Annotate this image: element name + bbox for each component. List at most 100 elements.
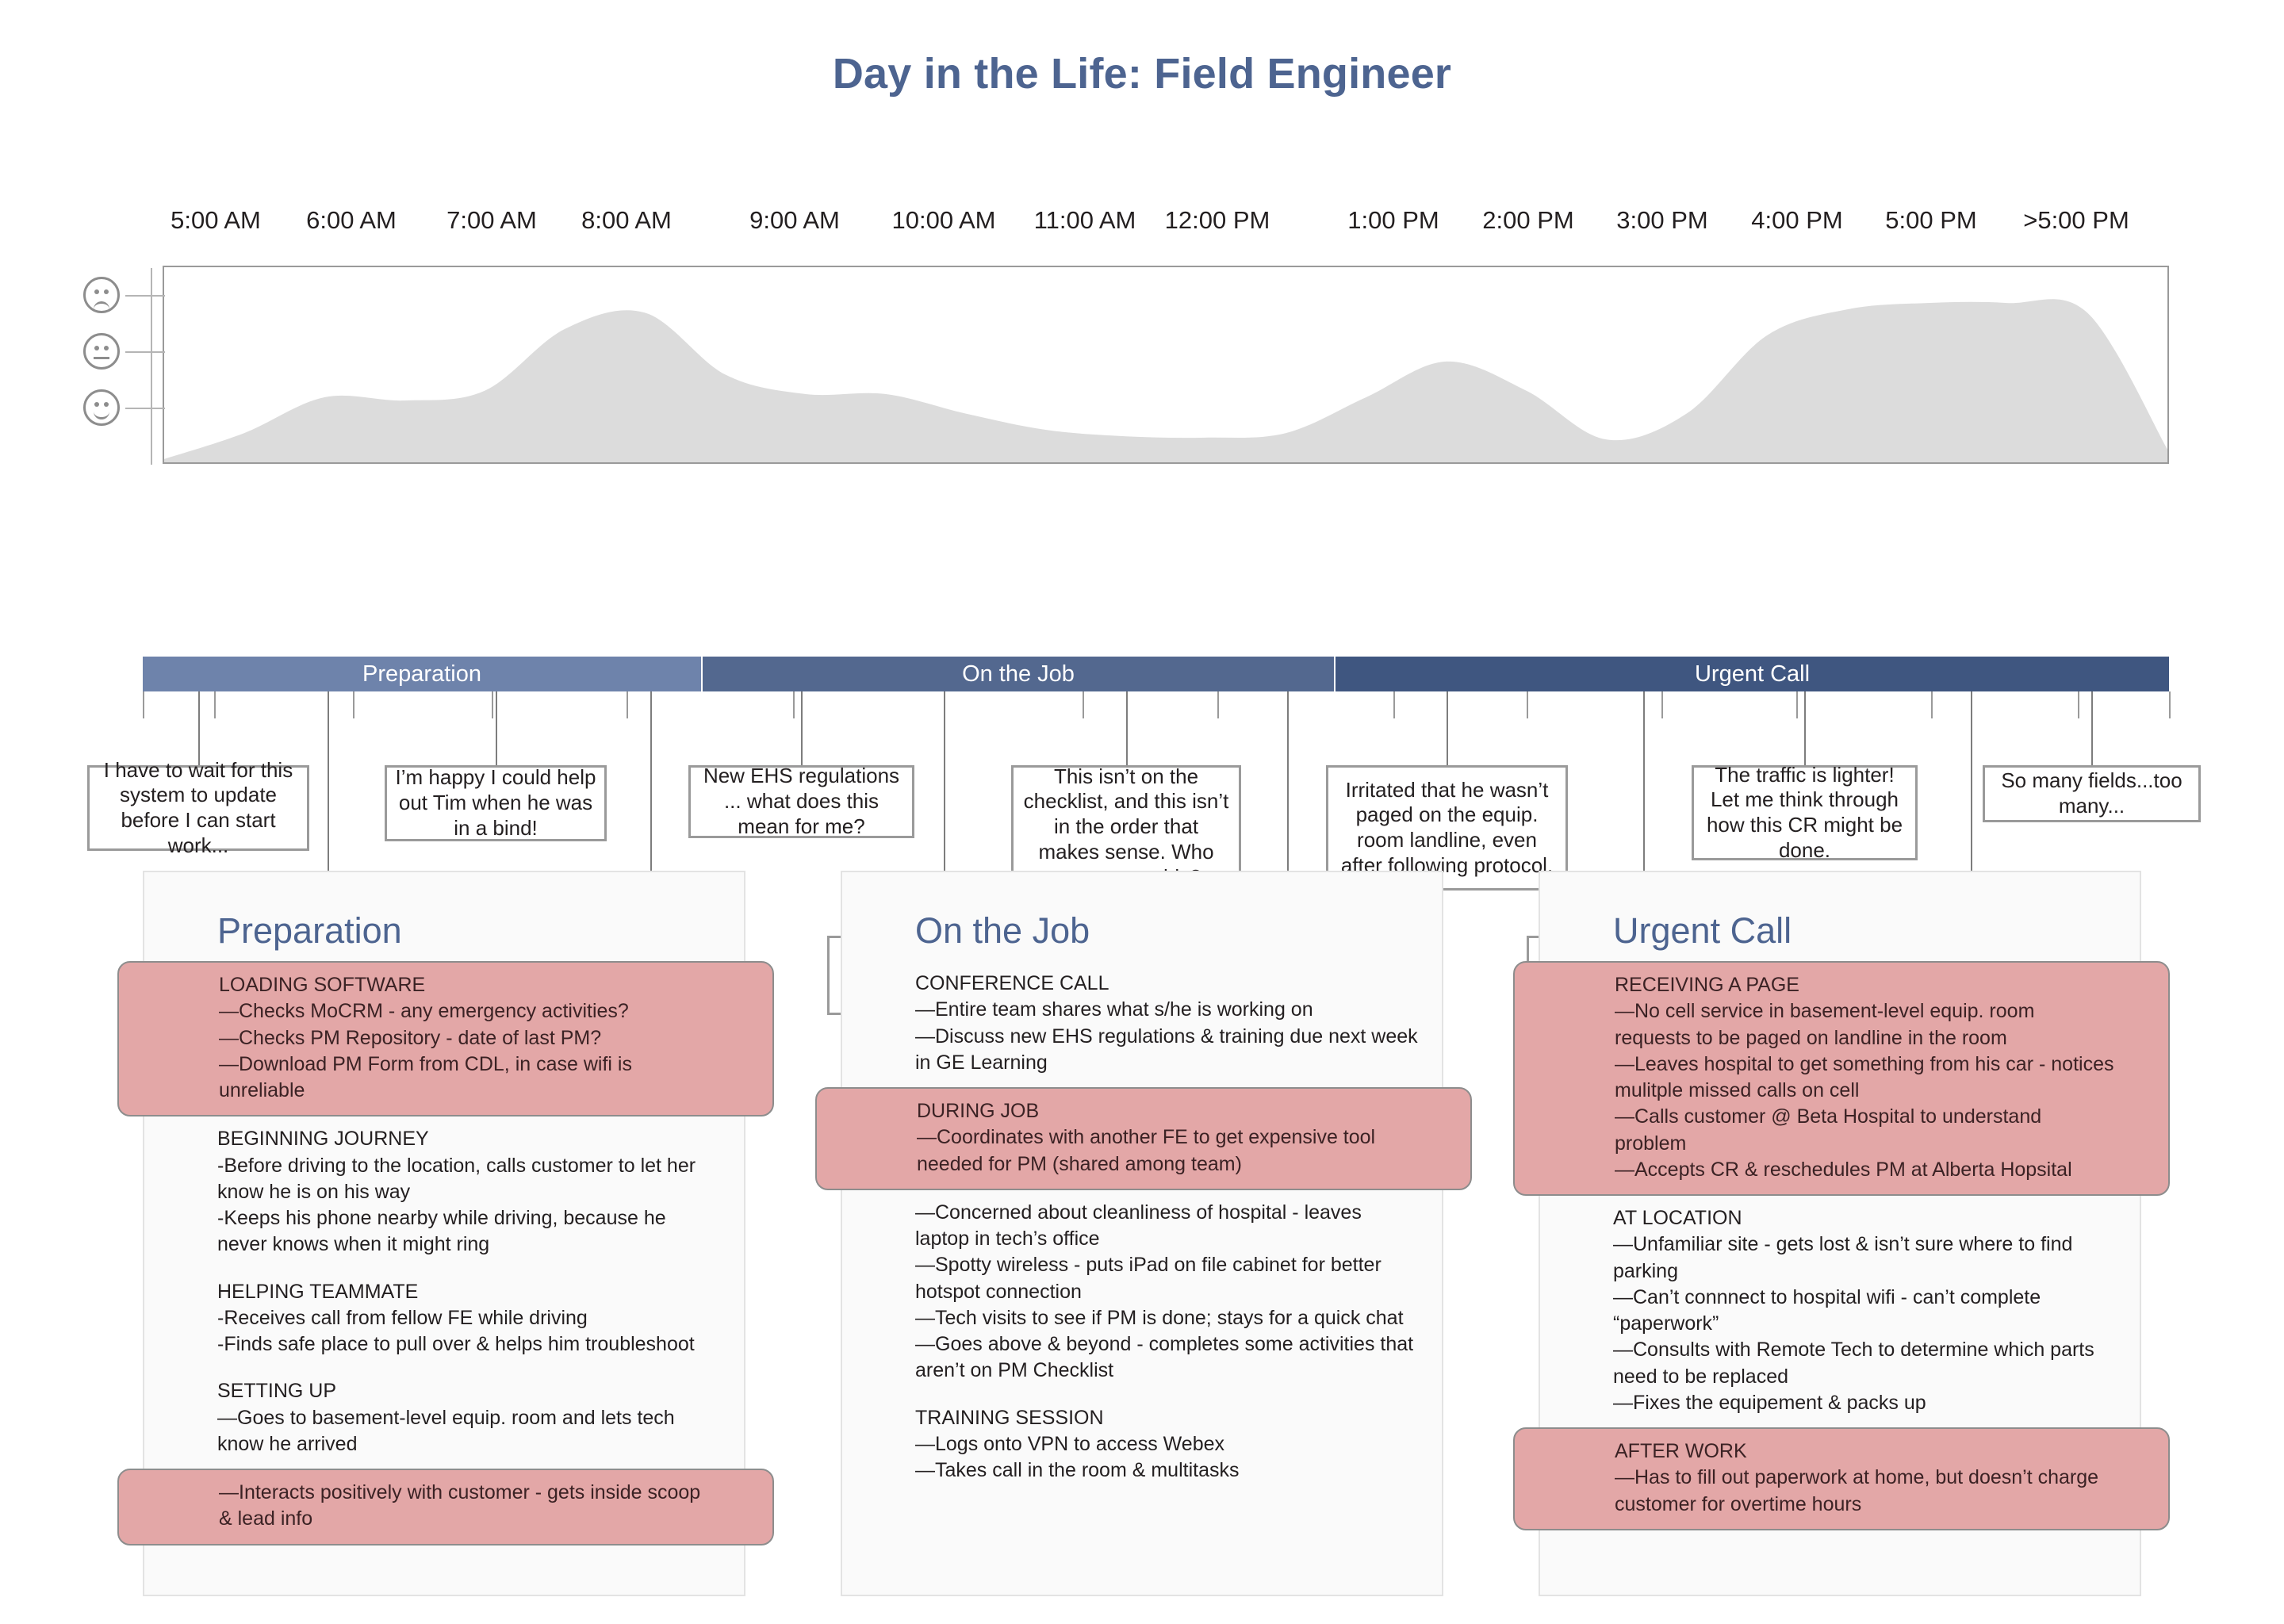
quote-callout-text: I have to wait for this system to update… xyxy=(103,757,293,857)
activity-block: BEGINNING JOURNEY -Before driving to the … xyxy=(144,1116,747,1269)
phase-bars: Preparation On the Job Urgent Call xyxy=(143,657,2169,691)
axis-tick xyxy=(1527,691,1528,718)
activity-block-text: -Before driving to the location, calls c… xyxy=(217,1154,696,1256)
phase-bar-urgent-call[interactable]: Urgent Call xyxy=(1336,657,2169,691)
time-axis-label: 9:00 AM xyxy=(749,206,840,234)
activity-block-text: —Has to fill out paperwork at home, but … xyxy=(1615,1466,2099,1515)
time-axis-label: 8:00 AM xyxy=(581,206,672,234)
activity-block-highlighted: DURING JOB —Coordinates with another FE t… xyxy=(815,1087,1472,1190)
activity-block-text: —Coordinates with another FE to get expe… xyxy=(917,1126,1376,1175)
quote-callout-text: So many fields...too many... xyxy=(2001,768,2182,818)
axis-tick xyxy=(1931,691,1933,718)
phase-bar-label: On the Job xyxy=(962,661,1075,687)
happy-face-icon xyxy=(83,389,120,426)
quote-callout[interactable]: The traffic is lighter! Let me think thr… xyxy=(1692,763,1918,862)
activity-block-heading: HELPING TEAMMATE xyxy=(217,1280,419,1303)
detail-card-title: Preparation xyxy=(217,910,402,951)
callout-connector-line xyxy=(801,691,803,765)
activity-block-text: —Checks MoCRM - any emergency activities… xyxy=(219,1000,632,1101)
quote-callout[interactable]: I have to wait for this system to update… xyxy=(87,758,309,857)
mood-scale-tick xyxy=(125,408,165,409)
activity-block-text: —Goes to basement-level equip. room and … xyxy=(217,1406,675,1455)
detail-card-body: CONFERENCE CALL —Entire team shares what … xyxy=(815,961,1472,1496)
axis-tick xyxy=(143,691,144,718)
callout-connector-line xyxy=(1643,691,1645,936)
callout-connector-line xyxy=(650,691,652,936)
callout-connector-line xyxy=(1126,691,1128,765)
activity-block-heading: RECEIVING A PAGE xyxy=(1615,974,1799,996)
activity-block-heading: BEGINNING JOURNEY xyxy=(217,1128,429,1151)
phase-bar-label: Preparation xyxy=(362,661,481,687)
time-axis-label: 1:00 PM xyxy=(1347,206,1439,234)
activity-block-highlighted: LOADING SOFTWARE—Checks MoCRM - any emer… xyxy=(117,961,774,1117)
axis-tick xyxy=(1661,691,1663,718)
axis-tick xyxy=(1083,691,1084,718)
activity-block-highlighted: RECEIVING A PAGE—No cell service in base… xyxy=(1513,961,2170,1196)
axis-tick xyxy=(2078,691,2079,718)
phase-bar-on-the-job[interactable]: On the Job xyxy=(703,657,1336,691)
neutral-face-icon xyxy=(83,333,120,370)
callout-connector-line xyxy=(198,691,200,765)
mood-curve-area xyxy=(164,299,2167,462)
page-title: Day in the Life: Field Engineer xyxy=(832,50,1452,98)
detail-card-title: Urgent Call xyxy=(1613,910,1792,951)
mood-axis-line xyxy=(151,268,152,465)
detail-card-body: LOADING SOFTWARE—Checks MoCRM - any emer… xyxy=(117,961,774,1545)
quote-callout[interactable]: So many fields...too many... xyxy=(1983,765,2201,822)
callout-connector-line xyxy=(944,691,945,936)
activity-block-heading: TRAINING SESSION xyxy=(915,1406,1104,1429)
callout-connector-line xyxy=(1287,691,1289,936)
callout-connector-line xyxy=(496,691,497,765)
activity-block: TRAINING SESSION—Logs onto VPN to access… xyxy=(842,1396,1445,1496)
axis-tick xyxy=(627,691,628,718)
quote-callout[interactable]: New EHS regulations ... what does this m… xyxy=(688,764,914,838)
axis-tick xyxy=(1393,691,1395,718)
time-axis-label: 4:00 PM xyxy=(1751,206,1843,234)
time-axis-label: 3:00 PM xyxy=(1616,206,1708,234)
detail-card-title: On the Job xyxy=(915,910,1090,951)
activity-block-text: —Concerned about cleanliness of hospital… xyxy=(915,1201,1414,1382)
activity-block-text: —Unfamiliar site - gets lost & isn’t sur… xyxy=(1613,1233,2094,1414)
activity-block: AT LOCATION —Unfamiliar site - gets lost … xyxy=(1540,1196,2143,1427)
quote-callout[interactable]: Irritated that he wasn’t paged on the eq… xyxy=(1326,765,1568,891)
activity-block-text: —Entire team shares what s/he is working… xyxy=(915,998,1418,1074)
time-axis-label: 6:00 AM xyxy=(306,206,397,234)
activity-block-heading: SETTING UP xyxy=(217,1380,337,1403)
activity-block-heading: AFTER WORK xyxy=(1615,1440,1747,1462)
axis-tick xyxy=(1796,691,1798,718)
callout-connector-line xyxy=(328,691,329,936)
mood-curve-plot xyxy=(163,266,2169,464)
time-axis-label: 12:00 PM xyxy=(1164,206,1270,234)
activity-block: HELPING TEAMMATE -Receives call from fell… xyxy=(144,1270,747,1369)
activity-block-text: -Receives call from fellow FE while driv… xyxy=(217,1306,695,1355)
activity-block-heading: CONFERENCE CALL xyxy=(915,972,1109,994)
activity-block-heading: DURING JOB xyxy=(917,1100,1040,1122)
quote-callout-text: I’m happy I could help out Tim when he w… xyxy=(395,765,596,840)
quote-callout[interactable]: This isn’t on the checklist, and this is… xyxy=(1011,764,1241,889)
axis-tick xyxy=(2169,691,2171,718)
callout-connector-line xyxy=(1804,691,1806,765)
mood-scale-tick xyxy=(125,351,165,353)
quote-callout-text: New EHS regulations ... what does this m… xyxy=(703,764,900,838)
activity-block-heading: AT LOCATION xyxy=(1613,1207,1742,1229)
time-axis-label: 11:00 AM xyxy=(1033,206,1136,234)
axis-tick xyxy=(353,691,354,718)
time-axis-label: 2:00 PM xyxy=(1482,206,1574,234)
quote-callout-text: The traffic is lighter! Let me think thr… xyxy=(1706,762,1903,862)
activity-block-text: —Interacts positively with customer - ge… xyxy=(219,1481,701,1530)
axis-tick xyxy=(1217,691,1219,718)
time-axis-label: 5:00 AM xyxy=(171,206,261,234)
activity-block: CONFERENCE CALL —Entire team shares what … xyxy=(842,961,1445,1087)
callout-connector-line xyxy=(1971,691,1972,936)
quote-callout-text: This isn’t on the checklist, and this is… xyxy=(1023,764,1229,889)
mood-scale-tick xyxy=(125,295,165,297)
phase-bar-preparation[interactable]: Preparation xyxy=(143,657,703,691)
activity-block: —Concerned about cleanliness of hospital… xyxy=(842,1190,1445,1396)
quote-callout[interactable]: I’m happy I could help out Tim when he w… xyxy=(385,765,607,841)
